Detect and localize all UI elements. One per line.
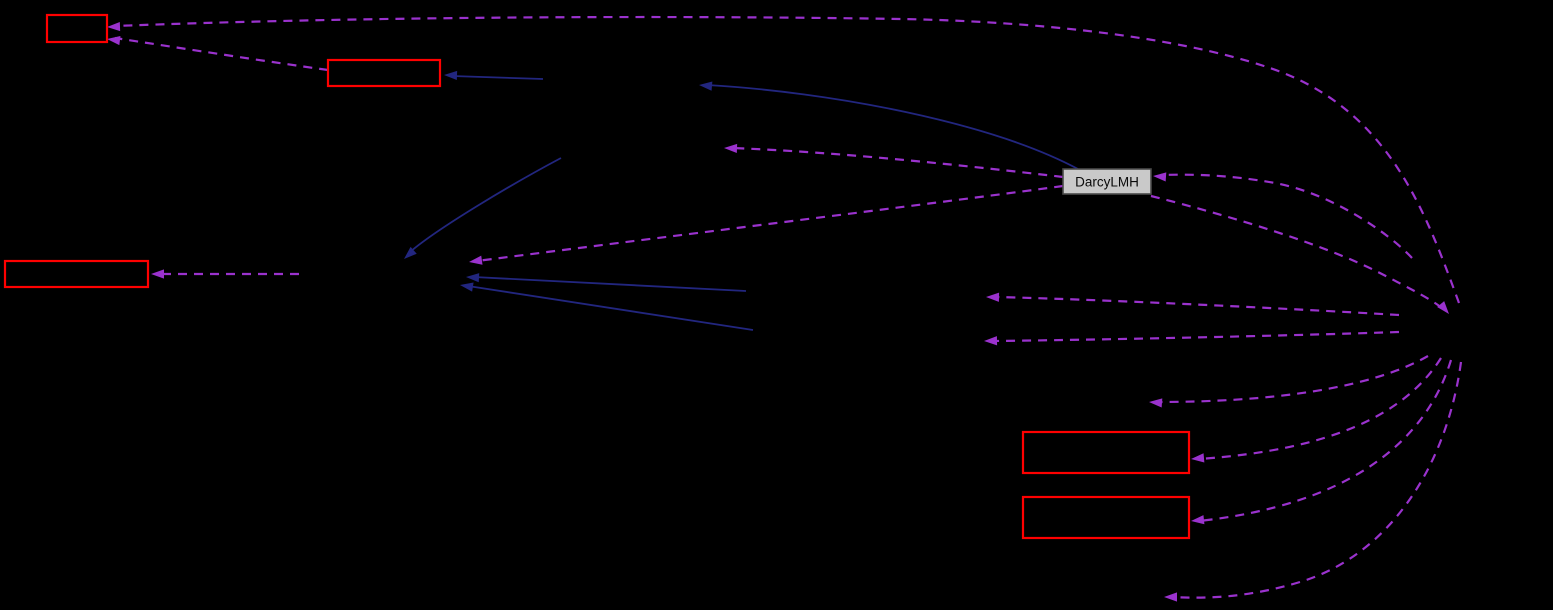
arrowhead-icon <box>107 21 121 32</box>
edge-line <box>114 15 1461 304</box>
node-current-darcylmh[interactable]: DarcyLMH <box>1062 168 1152 195</box>
edge-line <box>731 146 1064 179</box>
edge-dashed-hub-to-darcylmh <box>1153 172 1413 259</box>
edge-dashed-darcylmh-to-hub <box>1150 194 1449 314</box>
edge-line <box>114 36 329 72</box>
edge-dashed-mid-to-left-box <box>151 269 299 279</box>
current-node-label: DarcyLMH <box>1075 175 1139 190</box>
edge-solid-mid-node-to-left-cluster <box>404 157 562 259</box>
edge-dashed-upper-box-to-top-left-box <box>107 36 329 72</box>
arrowhead-icon <box>460 282 474 292</box>
edge-line <box>706 84 1079 170</box>
edge-solid-right-lower-to-left-cluster <box>460 282 754 331</box>
edge-dashed-darcylmh-to-mid-upper-node <box>724 143 1064 179</box>
arrowhead-icon <box>469 255 483 265</box>
edge-line <box>1198 359 1453 523</box>
edge-line <box>1171 361 1463 599</box>
node-truncated-upper[interactable] <box>326 58 442 88</box>
edge-solid-right-upper-to-left-cluster <box>466 273 747 292</box>
node-truncated-left[interactable] <box>3 259 150 289</box>
edge-dashed-hub-to-lower-node-1 <box>1149 355 1429 408</box>
edge-line <box>1198 357 1442 461</box>
truncated-node-box[interactable] <box>1021 495 1191 540</box>
truncated-node-box[interactable] <box>1021 430 1191 475</box>
arrowhead-icon <box>1153 172 1167 182</box>
edge-line <box>1150 194 1444 310</box>
arrowhead-icon <box>444 70 458 81</box>
node-truncated-top-left[interactable] <box>45 13 109 44</box>
arrowhead-icon <box>986 292 1000 302</box>
edge-dashed-hub-to-lower-node-4 <box>1164 361 1463 602</box>
edge-line <box>409 157 562 253</box>
arrowhead-icon <box>1191 453 1205 463</box>
node-truncated-right-2[interactable] <box>1021 495 1191 540</box>
edge-dashed-darcylmh-to-mid-left-node <box>469 184 1064 265</box>
edge-line <box>1156 355 1429 404</box>
truncated-node-box[interactable] <box>45 13 109 44</box>
arrowhead-icon <box>404 246 417 259</box>
edge-line <box>1160 173 1413 259</box>
edge-line <box>476 184 1064 263</box>
arrowhead-icon <box>107 36 121 46</box>
arrowhead-icon <box>1191 515 1205 525</box>
edge-solid-darcylmh-to-upper-mid-node <box>699 81 1079 170</box>
edge-dashed-hub-to-top-left-box <box>107 15 1461 304</box>
edge-dashed-hub-to-red-box-2 <box>1191 359 1453 525</box>
edge-line <box>993 295 1400 317</box>
arrowhead-icon <box>466 273 480 283</box>
edge-solid-upper-mid-node-to-upper-box <box>444 70 544 81</box>
arrowhead-icon <box>699 81 713 91</box>
truncated-node-box[interactable] <box>326 58 442 88</box>
arrowhead-icon <box>724 143 738 154</box>
arrowhead-icon <box>1164 592 1177 602</box>
edge-line <box>473 276 747 292</box>
truncated-node-box[interactable] <box>3 259 150 289</box>
edge-dashed-hub-to-right-mid-lower <box>984 330 1400 346</box>
edge-line <box>467 285 754 331</box>
edge-dashed-hub-to-red-box-1 <box>1191 357 1442 463</box>
edge-line <box>991 330 1400 343</box>
node-truncated-right-1[interactable] <box>1021 430 1191 475</box>
arrowhead-icon <box>984 336 998 346</box>
arrowhead-icon <box>1149 398 1163 408</box>
edge-dashed-hub-to-right-mid-upper <box>986 292 1400 317</box>
arrowhead-icon <box>151 269 164 279</box>
current-node-box[interactable] <box>1062 168 1152 195</box>
edge-line <box>451 75 544 80</box>
arrowhead-icon <box>1437 301 1449 314</box>
